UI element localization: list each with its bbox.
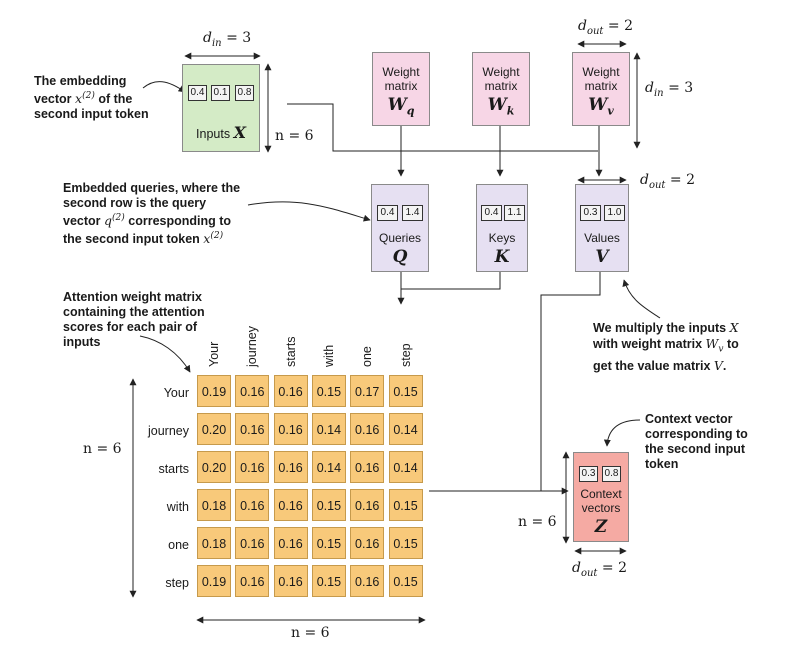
weight-label-line2: matrix	[384, 79, 418, 93]
weight-label-line1: Weight	[582, 65, 620, 79]
n-label-matrix: n = 6	[83, 441, 122, 457]
weight-matrix-q: Weight matrix Wq	[372, 52, 430, 126]
weight-symbol: Wv	[588, 95, 614, 118]
weight-matrix-v: Weight matrix Wv	[572, 52, 630, 126]
values-label: Values	[584, 231, 620, 245]
dout-label-top: dout = 2	[578, 18, 633, 37]
inputs-box: 0.4 0.1 0.8 Inputs X	[182, 64, 260, 152]
context-pointer	[603, 419, 641, 447]
n-label-context: n = 6	[518, 514, 557, 530]
query-value-cell: 1.4	[402, 205, 423, 221]
embedding-pointer	[142, 81, 186, 93]
keys-label: Keys	[488, 231, 516, 245]
weight-label-line2: matrix	[484, 79, 518, 93]
embedding-note: The embedding vector x(2) of the second …	[34, 74, 149, 122]
input-value-cell: 0.4	[188, 85, 207, 101]
attention-note: Attention weight matrix containing the a…	[63, 290, 205, 349]
queries-note: Embedded queries, where the second row i…	[63, 181, 241, 247]
n-label-bottom: n = 6	[291, 625, 330, 641]
inputs-label: Inputs X	[196, 123, 246, 142]
context-symbol: Z	[594, 517, 608, 537]
values-symbol: V	[595, 247, 609, 267]
input-value-cell: 0.8	[235, 85, 254, 101]
v-out-line	[540, 272, 601, 491]
weight-label-line1: Weight	[482, 65, 520, 79]
input-flow-line	[287, 103, 598, 152]
din-label-right: din = 3	[645, 80, 694, 99]
n-label-inputs: n = 6	[275, 128, 314, 144]
input-value-cell: 0.1	[211, 85, 230, 101]
multiply-note: We multiply the inputs X with weight mat…	[593, 320, 739, 373]
context-vectors-box: 0.3 0.8 Context vectors Z	[573, 452, 629, 542]
weight-symbol: Wq	[387, 95, 415, 118]
keys-box: 0.4 1.1 Keys K	[476, 184, 528, 272]
query-value-cell: 0.4	[377, 205, 398, 221]
weight-symbol: Wk	[487, 95, 515, 118]
value-value-cell: 0.3	[580, 205, 601, 221]
context-label-line1: Context	[580, 487, 622, 501]
value-value-cell: 1.0	[604, 205, 625, 221]
k-out-line	[401, 272, 501, 290]
din-label-top: din = 3	[203, 30, 252, 49]
context-label-line2: vectors	[581, 501, 621, 515]
key-value-cell: 0.4	[481, 205, 502, 221]
dout-label-context: dout = 2	[572, 560, 627, 579]
key-value-cell: 1.1	[504, 205, 525, 221]
queries-symbol: Q	[392, 247, 408, 267]
queries-label: Queries	[378, 231, 422, 245]
weight-label-line2: matrix	[584, 79, 618, 93]
context-value-cell: 0.3	[579, 466, 598, 482]
values-box: 0.3 1.0 Values V	[575, 184, 629, 272]
queries-pointer	[247, 201, 371, 222]
values-pointer	[622, 279, 661, 319]
weight-matrix-k: Weight matrix Wk	[472, 52, 530, 126]
context-note: Context vector corresponding to the seco…	[645, 412, 748, 471]
queries-box: 0.4 1.4 Queries Q	[371, 184, 429, 272]
attention-pointer	[139, 335, 191, 373]
dout-label-values: dout = 2	[640, 172, 695, 191]
weight-label-line1: Weight	[382, 65, 420, 79]
context-value-cell: 0.8	[602, 466, 621, 482]
keys-symbol: K	[494, 247, 510, 267]
